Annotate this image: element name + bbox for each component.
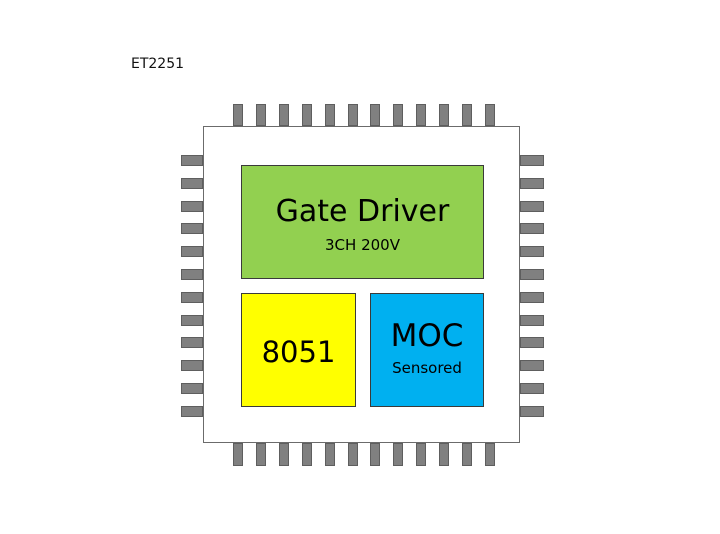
pin-left-2 [181, 178, 203, 189]
pin-right-3 [520, 201, 544, 212]
pin-top-4 [302, 104, 312, 126]
pin-left-11 [181, 383, 203, 394]
chip-part-number: ET2251 [131, 56, 185, 72]
pin-right-11 [520, 383, 544, 394]
pin-top-5 [325, 104, 335, 126]
pin-bottom-5 [325, 443, 335, 466]
pin-bottom-9 [416, 443, 426, 466]
pin-left-7 [181, 292, 203, 303]
pin-bottom-2 [256, 443, 266, 466]
pin-right-1 [520, 155, 544, 166]
pin-left-12 [181, 406, 203, 417]
pin-top-3 [279, 104, 289, 126]
pin-left-9 [181, 337, 203, 348]
pin-right-10 [520, 360, 544, 371]
pin-bottom-12 [485, 443, 495, 466]
pin-bottom-8 [393, 443, 403, 466]
pin-bottom-7 [370, 443, 380, 466]
pin-top-1 [233, 104, 243, 126]
pin-bottom-11 [462, 443, 472, 466]
pin-left-10 [181, 360, 203, 371]
pin-bottom-1 [233, 443, 243, 466]
pin-bottom-10 [439, 443, 449, 466]
pin-top-6 [348, 104, 358, 126]
pin-top-7 [370, 104, 380, 126]
pin-bottom-3 [279, 443, 289, 466]
moc-title: MOC [390, 318, 464, 354]
pin-right-7 [520, 292, 544, 303]
pin-right-4 [520, 223, 544, 234]
pin-top-8 [393, 104, 403, 126]
pin-top-10 [439, 104, 449, 126]
pin-right-6 [520, 269, 544, 280]
pin-bottom-4 [302, 443, 312, 466]
pin-top-11 [462, 104, 472, 126]
pin-left-5 [181, 246, 203, 257]
gate-driver-title: Gate Driver [275, 194, 450, 229]
pin-right-8 [520, 315, 544, 326]
pin-top-2 [256, 104, 266, 126]
pin-left-1 [181, 155, 203, 166]
mcu-title: 8051 [261, 335, 336, 369]
pin-left-4 [181, 223, 203, 234]
pin-right-5 [520, 246, 544, 257]
gate-driver-subtitle: 3CH 200V [325, 236, 400, 254]
pin-top-12 [485, 104, 495, 126]
pin-right-2 [520, 178, 544, 189]
pin-left-8 [181, 315, 203, 326]
pin-right-9 [520, 337, 544, 348]
moc-subtitle: Sensored [392, 359, 462, 377]
gate-driver-block: Gate Driver 3CH 200V [241, 165, 484, 279]
moc-block: MOC Sensored [370, 293, 484, 407]
pin-left-6 [181, 269, 203, 280]
pin-top-9 [416, 104, 426, 126]
mcu-8051-block: 8051 [241, 293, 356, 407]
pin-left-3 [181, 201, 203, 212]
pin-right-12 [520, 406, 544, 417]
pin-bottom-6 [348, 443, 358, 466]
